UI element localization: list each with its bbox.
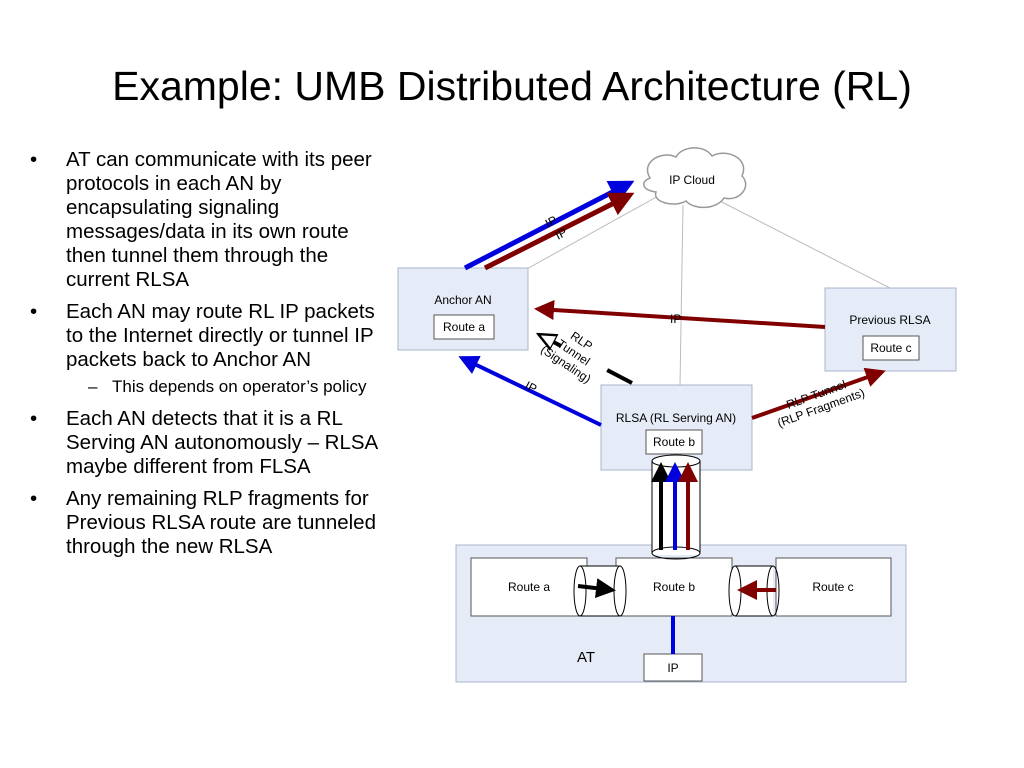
arrow-rlsa-to-prev — [751, 367, 886, 420]
anchor-an-label: Anchor AN — [434, 293, 491, 307]
thin-connections — [524, 194, 891, 386]
slide-title: Example: UMB Distributed Architecture (R… — [112, 63, 912, 109]
bullet-text: Each AN detects that it is a RL Serving … — [66, 407, 378, 478]
previous-rlsa-node: Previous RLSA Route c — [824, 287, 957, 372]
ip-cloud-label: IP Cloud — [669, 173, 715, 187]
bullet-dot: • — [30, 148, 38, 171]
bullet-item: • Each AN may route RL IP packets to the… — [26, 300, 381, 372]
arrow-prev-to-anchor — [534, 300, 826, 329]
arrow-anchor-to-cloud-red — [483, 192, 635, 271]
bullet-text: Each AN may route RL IP packets to the I… — [66, 300, 375, 371]
sub-bullet-dash: – — [88, 377, 98, 396]
bullet-dot: • — [30, 407, 38, 430]
bullet-dot: • — [30, 487, 38, 510]
ip-cloud: IP Cloud — [643, 147, 747, 209]
bullet-item: • Any remaining RLP fragments for Previo… — [26, 487, 381, 559]
bullet-text: Any remaining RLP fragments for Previous… — [66, 487, 376, 558]
at-route-b: Route b — [653, 580, 695, 594]
rlsa-route: Route b — [653, 435, 695, 449]
arrow-anchor-to-cloud-blue — [463, 180, 635, 271]
at-tunnel-b-c — [728, 565, 780, 617]
previous-rlsa-route: Route c — [870, 341, 911, 355]
label-ip-prev-to-anchor: IP — [670, 312, 681, 326]
rlsa-label: RLSA (RL Serving AN) — [616, 411, 736, 425]
previous-rlsa-label: Previous RLSA — [849, 313, 930, 327]
arrow-rlp-signaling — [540, 335, 633, 385]
anchor-an-route: Route a — [443, 320, 485, 334]
at-node: Route a Route b Route c AT IP — [455, 544, 907, 683]
arrow-rlsa-to-anchor — [458, 355, 602, 427]
at-tunnel-a-b — [573, 565, 627, 617]
bullet-text: AT can communicate with its peer protoco… — [66, 148, 372, 291]
label-rlp-signaling: RLP Tunnel (Signaling) — [538, 329, 595, 386]
bullet-list: • AT can communicate with its peer proto… — [26, 148, 381, 567]
sub-bullet-text: This depends on operator’s policy — [112, 377, 367, 396]
anchor-an-node: Anchor AN Route a — [397, 267, 529, 351]
at-label: AT — [577, 649, 595, 666]
at-route-a: Route a — [508, 580, 550, 594]
bullet-item: • Each AN detects that it is a RL Servin… — [26, 407, 381, 479]
at-route-c: Route c — [812, 580, 853, 594]
sub-bullet-item: – This depends on operator’s policy — [26, 376, 381, 397]
bullet-item: • AT can communicate with its peer proto… — [26, 148, 381, 292]
vertical-tunnel — [651, 454, 701, 560]
bullet-dot: • — [30, 300, 38, 323]
at-ip-box: IP — [667, 661, 678, 675]
